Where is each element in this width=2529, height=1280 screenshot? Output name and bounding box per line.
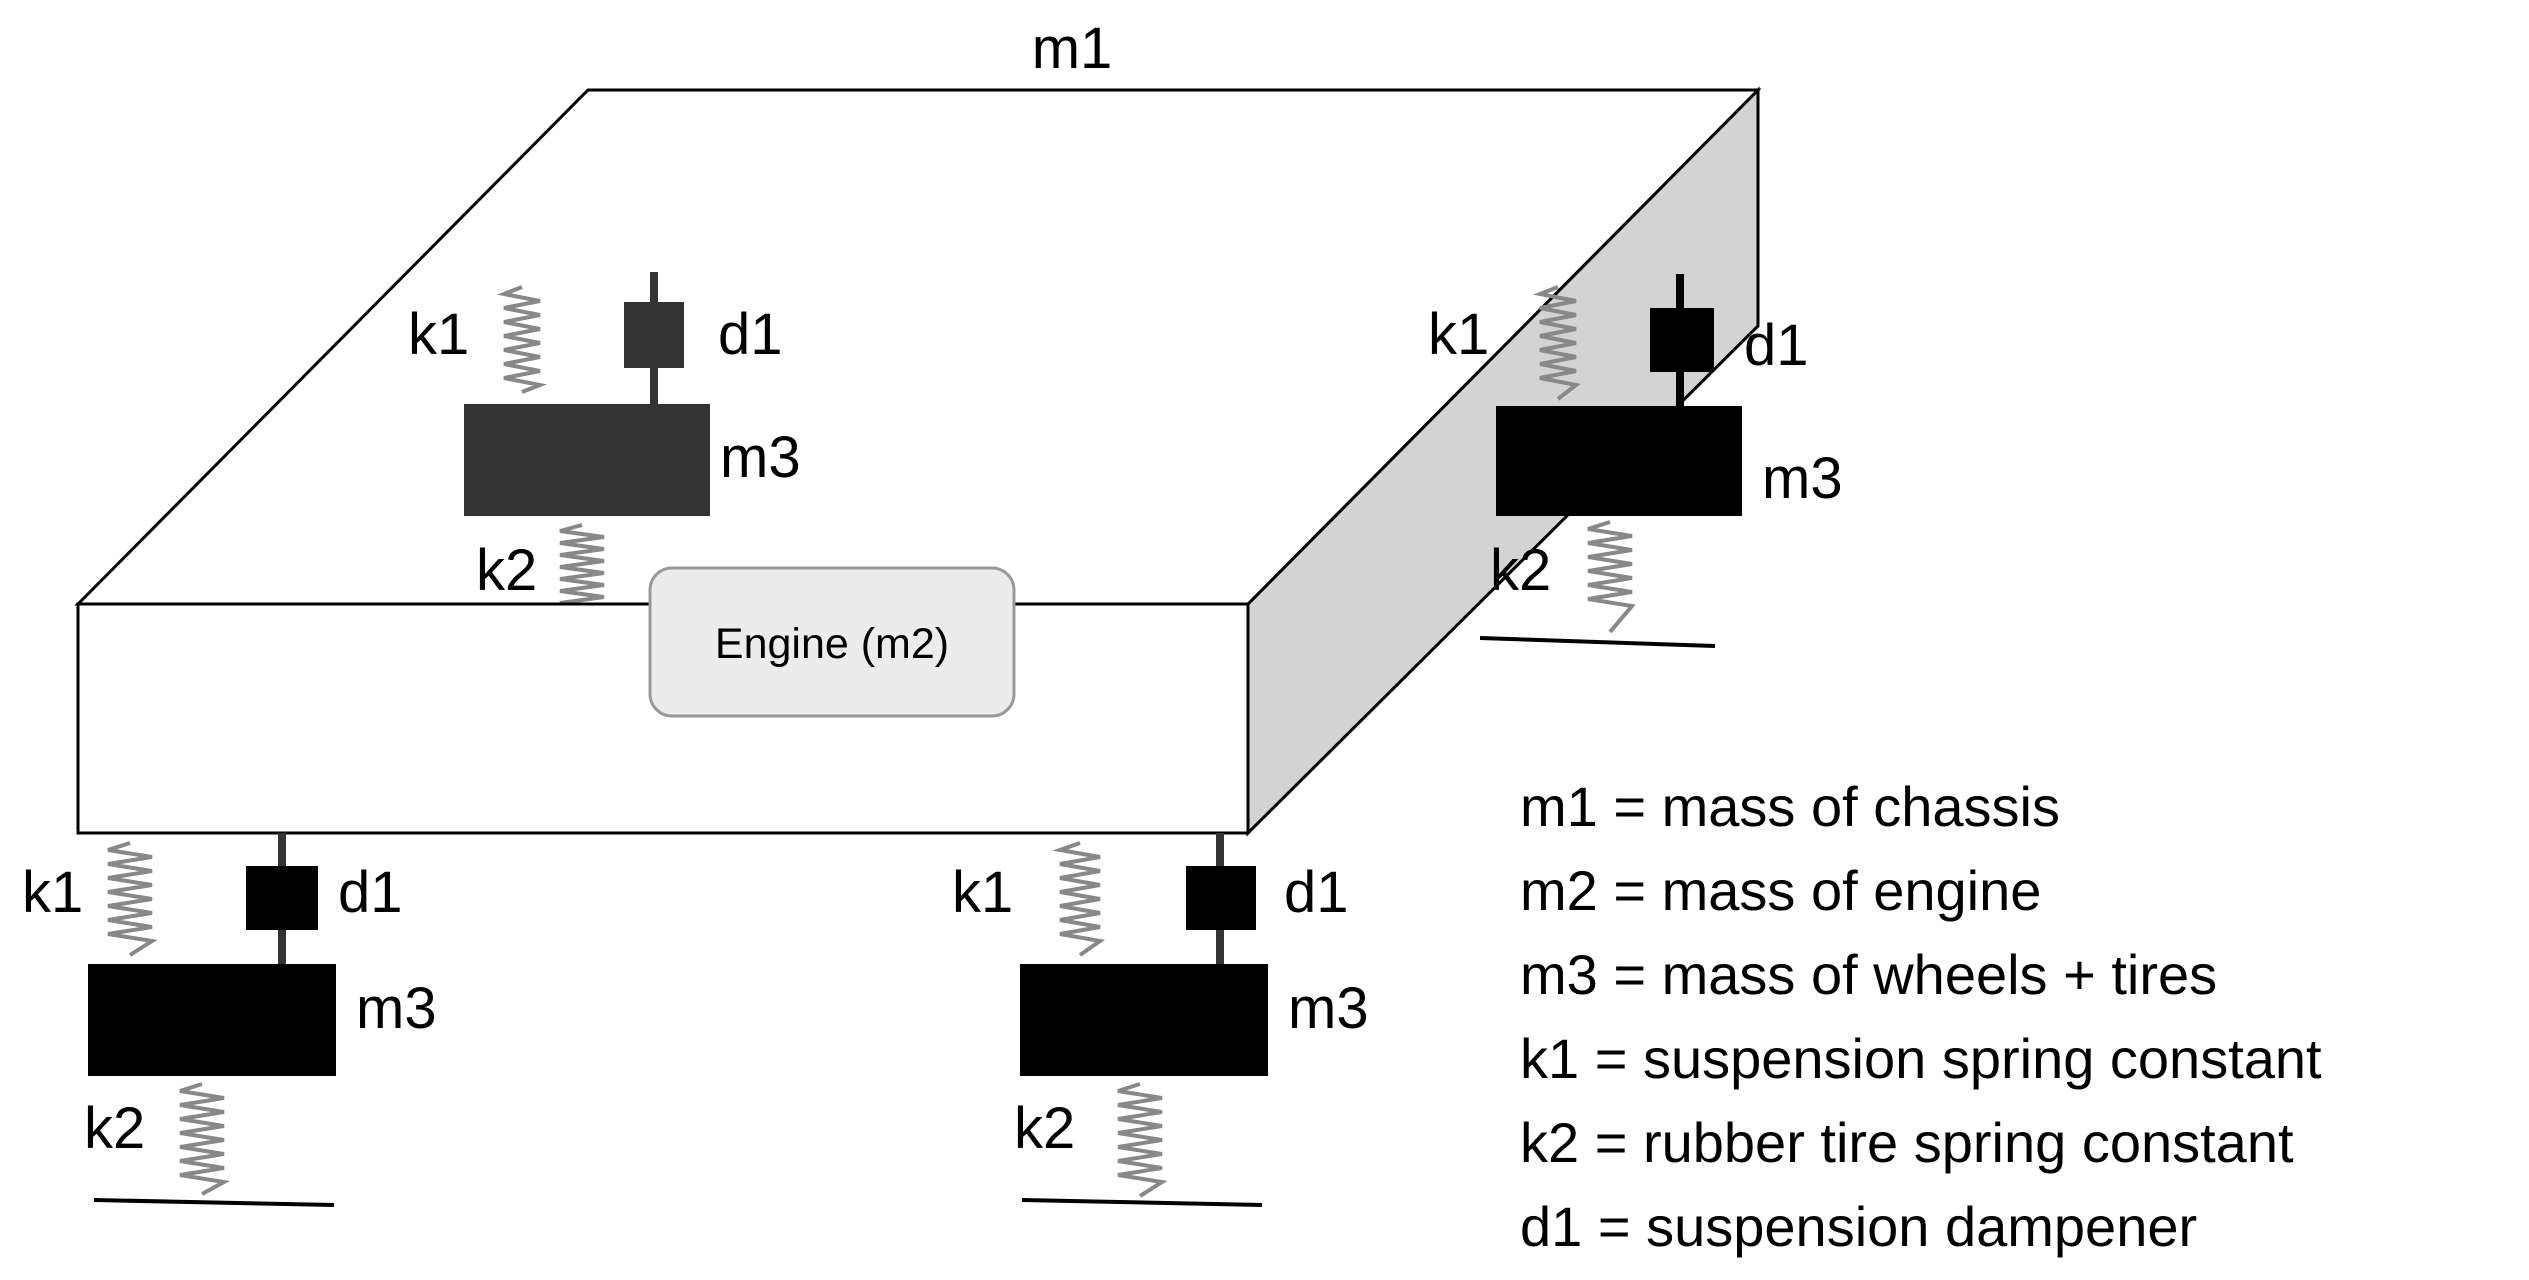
legend-item: m2 = mass of engine bbox=[1520, 859, 2041, 922]
corner-front-right bbox=[1020, 833, 1268, 1207]
label-k2-front-right: k2 bbox=[1014, 1096, 1075, 1161]
spring-k1-back-left bbox=[496, 285, 548, 394]
spring-k2-back-left bbox=[559, 523, 609, 635]
spring-k2-back-right bbox=[1587, 520, 1636, 634]
label-d1-back-left: d1 bbox=[718, 302, 783, 367]
label-k1-back-right: k1 bbox=[1428, 302, 1489, 367]
chassis-label: m1 bbox=[1032, 16, 1113, 81]
ground-line-front-right bbox=[1021, 1198, 1263, 1207]
label-k1-front-left: k1 bbox=[22, 860, 83, 925]
legend-item: k1 = suspension spring constant bbox=[1520, 1027, 2322, 1090]
legend: m1 = mass of chassis m2 = mass of engine… bbox=[1520, 775, 2322, 1258]
label-d1-front-left: d1 bbox=[338, 860, 403, 925]
spring-k1-front-right bbox=[1052, 841, 1106, 957]
damper-d1-back-left bbox=[624, 272, 684, 404]
label-d1-front-right: d1 bbox=[1284, 860, 1349, 925]
spring-k2-front-right bbox=[1117, 1082, 1168, 1198]
wheel-mass-m3-back-left bbox=[464, 404, 710, 516]
damper-d1-front-right bbox=[1186, 833, 1256, 964]
label-d1-back-right: d1 bbox=[1744, 313, 1809, 378]
damper-d1-back-right bbox=[1650, 274, 1714, 406]
legend-item: k2 = rubber tire spring constant bbox=[1520, 1111, 2294, 1174]
engine-box bbox=[648, 566, 1016, 718]
engine-label: Engine (m2) bbox=[715, 620, 949, 668]
spring-k1-back-right bbox=[1532, 285, 1581, 401]
label-k2-back-left: k2 bbox=[476, 538, 537, 603]
ground-line-front-left bbox=[93, 1198, 335, 1207]
wheel-mass-m3-front-right bbox=[1020, 964, 1268, 1076]
wheel-mass-m3-front-left bbox=[88, 964, 336, 1076]
legend-item: m1 = mass of chassis bbox=[1520, 775, 2060, 838]
wheel-mass-m3-back-right bbox=[1496, 406, 1742, 516]
spring-k1-front-left bbox=[107, 841, 158, 957]
legend-item: d1 = suspension dampener bbox=[1520, 1195, 2197, 1258]
corner-front-left bbox=[88, 833, 336, 1207]
label-m3-back-right: m3 bbox=[1762, 446, 1843, 511]
ground-line-back-right bbox=[1479, 636, 1716, 648]
label-m3-front-right: m3 bbox=[1288, 976, 1369, 1041]
legend-item: m3 = mass of wheels + tires bbox=[1520, 943, 2217, 1006]
label-k2-back-right: k2 bbox=[1490, 538, 1551, 603]
label-k1-back-left: k1 bbox=[408, 302, 469, 367]
label-k1-front-right: k1 bbox=[952, 860, 1013, 925]
corner-back-right bbox=[1479, 274, 1742, 648]
spring-k2-front-left bbox=[179, 1082, 231, 1196]
label-k2-front-left: k2 bbox=[84, 1096, 145, 1161]
label-m3-front-left: m3 bbox=[356, 976, 437, 1041]
label-m3-back-left: m3 bbox=[720, 425, 801, 490]
damper-d1-front-left bbox=[246, 833, 318, 964]
